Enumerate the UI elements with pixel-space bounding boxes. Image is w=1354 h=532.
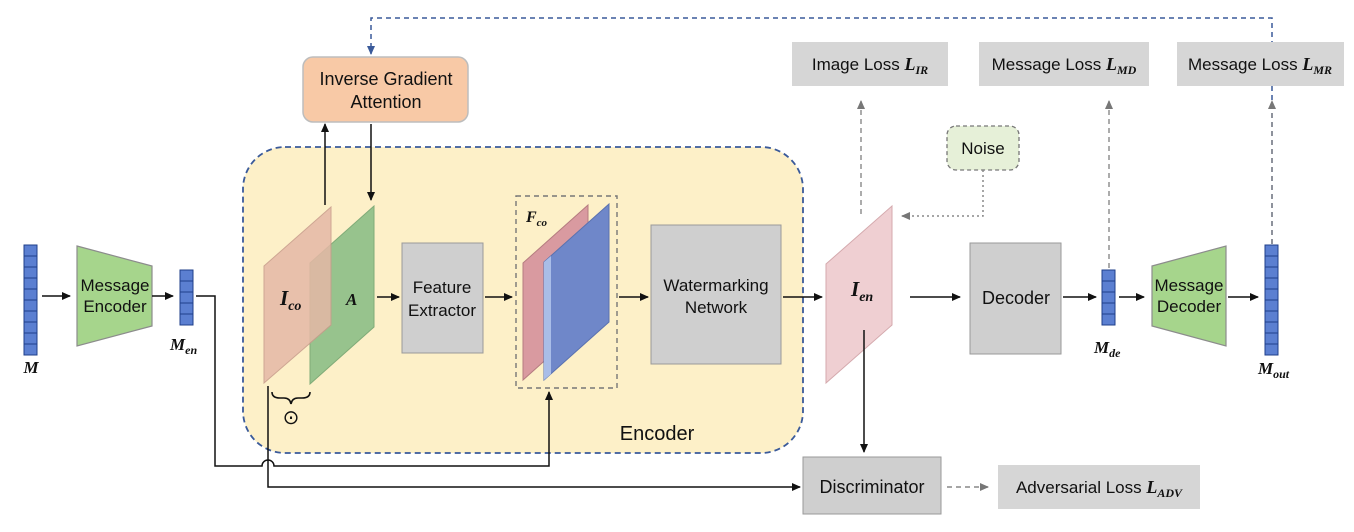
symbol-ico: Ico <box>279 286 301 314</box>
watermarking-network-label-1: Watermarking <box>663 276 768 295</box>
vector-cell <box>23 266 38 279</box>
vector-cell <box>1264 288 1279 301</box>
message-encoder-shape <box>76 245 153 347</box>
vector-cell <box>23 321 38 334</box>
adversarial-loss-box <box>998 465 1200 509</box>
inverse-gradient-attention-label-1: Inverse Gradient <box>319 69 452 89</box>
vector-cell <box>1264 277 1279 290</box>
watermarking-network-label-2: Network <box>685 298 748 317</box>
message-decoder-shape <box>1151 245 1227 347</box>
symbol-a: A <box>345 290 357 309</box>
vector-m <box>23 244 38 356</box>
message-loss-mr-label: Message Loss LMR <box>1188 54 1332 77</box>
message-decoder-label-2: Decoder <box>1157 297 1222 316</box>
symbol-m-en: Men <box>169 335 197 357</box>
message-loss-md-label: Message Loss LMD <box>992 54 1137 77</box>
vector-cell <box>179 269 194 282</box>
watermarking-network-box <box>650 224 782 365</box>
fco-blue-plane-edge <box>544 256 551 380</box>
feature-extractor-box <box>401 242 484 354</box>
fco-frame <box>515 195 618 389</box>
vector-m-de <box>1101 269 1116 326</box>
vector-cell <box>1101 291 1116 304</box>
vector-cell <box>1264 255 1279 268</box>
vector-cell <box>23 277 38 290</box>
symbol-fco: Fco <box>525 209 548 229</box>
message-encoder-label-1: Message <box>81 276 150 295</box>
vector-cell <box>179 313 194 326</box>
vector-cell <box>179 280 194 293</box>
vector-cell <box>1264 332 1279 345</box>
vector-cell <box>1264 321 1279 334</box>
inverse-gradient-attention-box <box>302 56 469 123</box>
vector-cell <box>23 255 38 268</box>
inverse-gradient-attention-label-2: Attention <box>350 92 421 112</box>
message-encoder-label-2: Encoder <box>83 297 147 316</box>
ico-plane <box>263 205 332 385</box>
message-loss-mr-box <box>1177 42 1344 86</box>
encoder-region-label: Encoder <box>620 423 695 445</box>
symbol-m-out: Mout <box>1257 359 1290 381</box>
vector-cell <box>1101 313 1116 326</box>
vector-cell <box>1264 266 1279 279</box>
vector-cell <box>23 288 38 301</box>
vector-cell <box>1101 302 1116 315</box>
vector-cell <box>179 302 194 315</box>
discriminator-label: Discriminator <box>819 477 924 497</box>
vector-cell <box>1264 244 1279 257</box>
vector-m-en <box>179 269 194 326</box>
feature-extractor-label-2: Extractor <box>408 301 476 320</box>
vector-cell <box>23 332 38 345</box>
vector-cell <box>23 310 38 323</box>
vector-m-out <box>1264 244 1279 356</box>
vector-cell <box>1264 299 1279 312</box>
vector-cell <box>179 291 194 304</box>
symbol-m: M <box>22 358 39 377</box>
feature-extractor-label-1: Feature <box>413 278 472 297</box>
decoder-box <box>969 242 1062 355</box>
message-loss-md-box <box>979 42 1149 86</box>
symbol-ien: Ien <box>850 277 873 305</box>
image-loss-label: Image Loss LIR <box>812 54 928 77</box>
men-routing-line <box>196 295 553 467</box>
brace <box>271 391 311 405</box>
adversarial-loss-label: Adversarial Loss LADV <box>1016 477 1183 500</box>
decoder-label: Decoder <box>982 288 1050 308</box>
ico-to-discriminator-line <box>267 386 801 491</box>
vector-cell <box>1101 269 1116 282</box>
vector-cell <box>1264 343 1279 356</box>
message-decoder-label-1: Message <box>1155 276 1224 295</box>
noise-arrow <box>901 170 984 220</box>
vector-cell <box>23 299 38 312</box>
vector-cell <box>1101 280 1116 293</box>
vector-cell <box>23 244 38 257</box>
noise-label: Noise <box>961 139 1004 158</box>
vector-cell <box>1264 310 1279 323</box>
vector-cell <box>23 343 38 356</box>
symbol-m-de: Mde <box>1093 338 1121 360</box>
discriminator-box <box>802 456 942 515</box>
hadamard-symbol: ⊙ <box>283 407 300 429</box>
image-loss-box <box>792 42 948 86</box>
ien-plane <box>825 204 893 385</box>
